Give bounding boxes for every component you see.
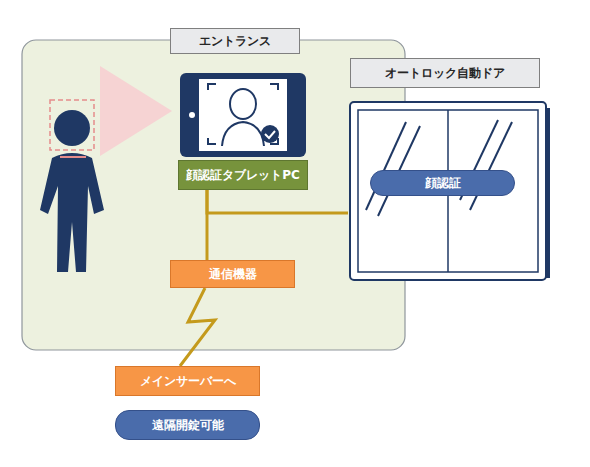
connector-line: [207, 190, 348, 213]
box-label: 通信機器: [209, 266, 257, 283]
scan-beam: [100, 66, 172, 156]
entrance-area: [22, 40, 405, 350]
device-box: 通信機器: [170, 260, 295, 288]
auto-door: オートロック自動ドア顔認証: [348, 58, 552, 284]
server-box: メインサーバーへ: [115, 366, 260, 396]
device-label: 顔認証タブレットPC: [178, 160, 308, 190]
box-label: 遠隔開錠可能: [152, 417, 224, 434]
face-detect-mark: [60, 156, 86, 158]
face-detect-frame: [50, 100, 94, 150]
box-label: 顔認証: [425, 175, 461, 192]
connector-line: [180, 288, 215, 366]
heading-tab: オートロック自動ドア: [350, 58, 540, 88]
box-label: メインサーバーへ: [140, 373, 236, 390]
connector-line: [206, 190, 209, 260]
entrance-panel: エントランス顔認証タブレットPC通信機器: [22, 40, 405, 350]
heading-tab: エントランス: [170, 28, 300, 54]
tablet-pc: [180, 73, 306, 157]
status-pill: 顔認証: [370, 170, 515, 196]
feature-pill: 遠隔開錠可能: [115, 410, 260, 440]
box-label: 顔認証タブレットPC: [186, 167, 300, 184]
